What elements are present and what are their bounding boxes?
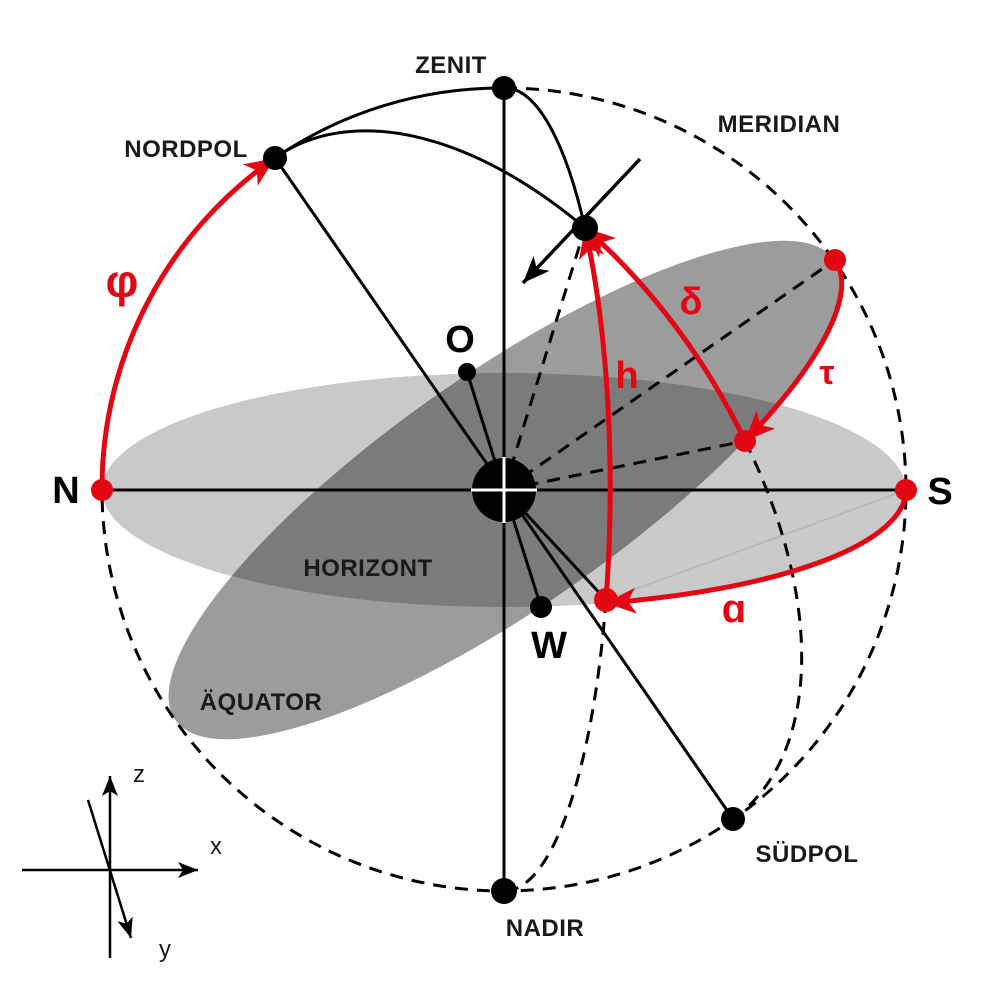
axis-y xyxy=(86,799,133,939)
label-zenit: ZENIT xyxy=(415,52,487,79)
label-axis-z: z xyxy=(133,761,145,788)
label-south: S xyxy=(927,471,952,513)
south-point xyxy=(895,479,917,501)
label-h: h xyxy=(615,355,638,397)
label-east: O xyxy=(445,319,475,361)
nadir-point xyxy=(491,878,517,904)
label-west: W xyxy=(531,625,567,667)
label-tau: τ xyxy=(819,354,834,392)
hour-circle-solid xyxy=(274,129,586,230)
label-delta: δ xyxy=(679,281,702,323)
sphere-outline-dashed xyxy=(100,86,908,893)
label-north: N xyxy=(52,470,79,512)
horizon-chord-line xyxy=(605,489,907,601)
tau-hourangle-arc xyxy=(743,258,845,443)
phi-latitude-arc xyxy=(99,155,277,491)
ray-center-equatorpoint-dashed xyxy=(503,439,746,492)
h-altitude-arc xyxy=(578,227,613,601)
vertical-circle-solid xyxy=(503,86,587,229)
delta-declination-arc xyxy=(583,226,748,443)
label-horizont: HORIZONT xyxy=(303,555,432,582)
vertical-circle-dashed xyxy=(503,599,608,893)
ray-center-star-dashed xyxy=(502,227,587,491)
label-axis-y: y xyxy=(159,936,171,963)
label-aequator: ÄQUATOR xyxy=(200,689,323,716)
zenit-point xyxy=(492,76,516,100)
alpha-azimuth-arc xyxy=(605,489,909,614)
north-point xyxy=(91,479,113,501)
label-suedpol: SÜDPOL xyxy=(755,841,858,868)
star-point xyxy=(572,215,598,241)
label-axis-x: x xyxy=(210,833,222,860)
suedpol-point xyxy=(721,807,745,831)
label-nordpol: NORDPOL xyxy=(124,136,248,163)
west-point xyxy=(530,596,552,618)
equator-crossing-point xyxy=(734,430,756,452)
coordinate-axes xyxy=(22,776,198,958)
ray-center-meridianpoint-dashed xyxy=(503,258,836,492)
meridian-equator-point xyxy=(824,249,846,271)
label-alpha: ɑ xyxy=(722,587,746,631)
label-nadir: NADIR xyxy=(506,915,585,942)
nordpol-point xyxy=(263,146,287,170)
east-point xyxy=(458,363,476,381)
label-phi: φ xyxy=(106,255,139,307)
sphere-outline-solid-nordpol-zenit xyxy=(274,86,505,160)
label-meridian: MERIDIAN xyxy=(718,111,841,138)
azimuth-foot-point xyxy=(594,588,618,612)
hour-circle-dashed xyxy=(732,440,804,821)
